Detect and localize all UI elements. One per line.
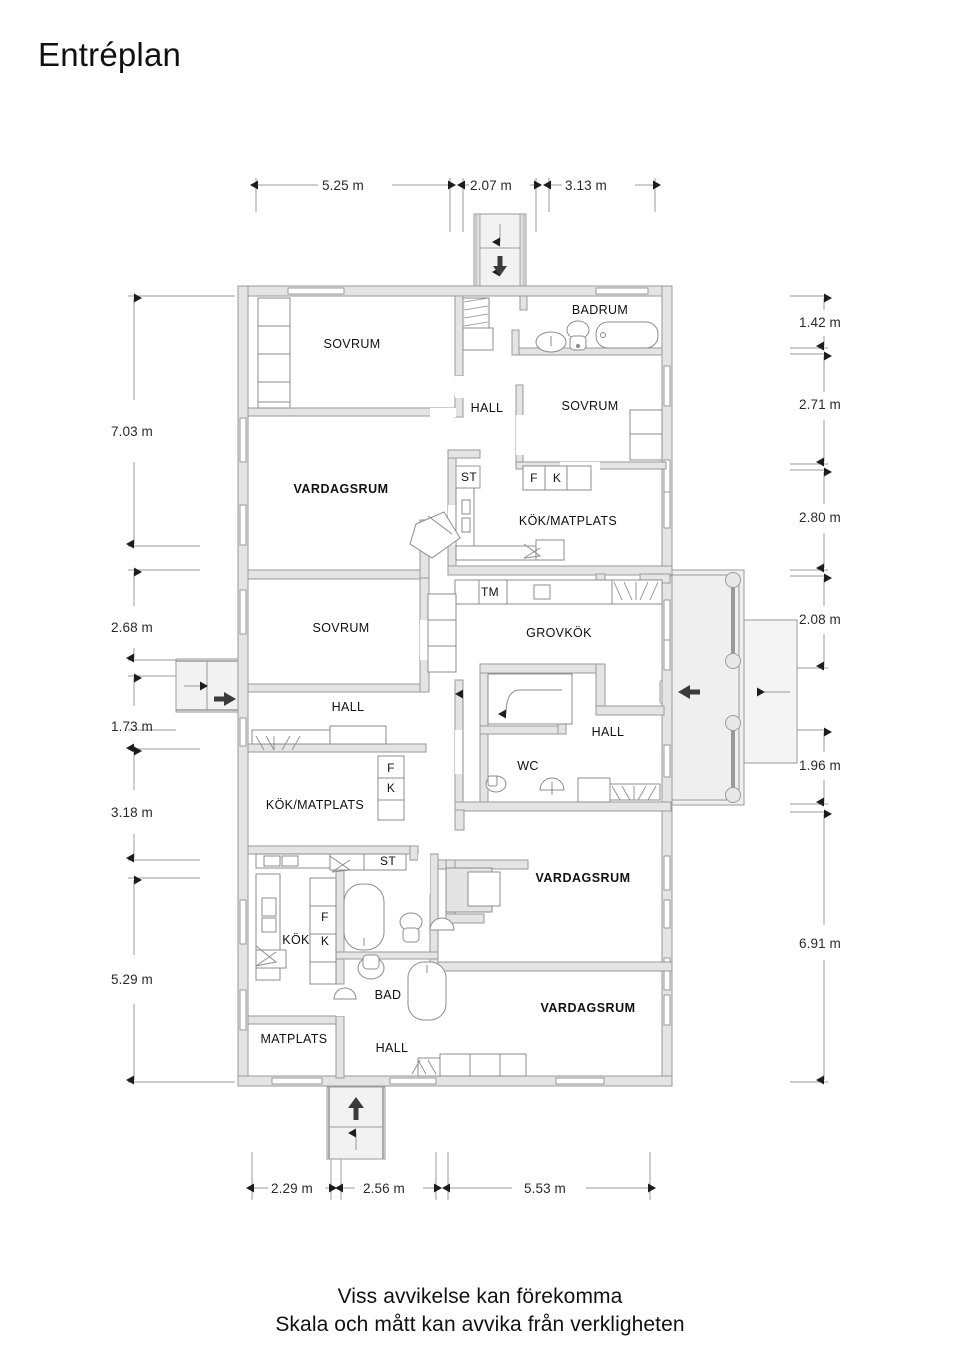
room-label-k-3: K [320,934,330,948]
dim-right-0: 1.42 m [799,315,841,330]
room-label-f-2: F [387,761,395,775]
room-label-k-1: K [552,471,562,485]
interior-walls [247,295,673,1079]
room-label-kok: KÖK [282,933,310,947]
windows [239,287,671,1085]
room-label-wc: WC [517,759,539,773]
page-title: Entréplan [38,36,182,73]
room-label-bad: BAD [374,988,402,1002]
dim-left-3: 3.18 m [111,805,153,820]
room-label-vardagsrum-3: VARDAGSRUM [540,1001,636,1015]
dim-top-0: 5.25 m [322,178,364,193]
room-label-vardagsrum-1: VARDAGSRUM [293,482,389,496]
room-label-k-2: K [386,781,396,795]
room-label-hall-2: HALL [331,700,365,714]
dim-bottom-2: 5.53 m [524,1181,566,1196]
room-label-st-1: ST [460,470,478,484]
dim-bottom-1: 2.56 m [363,1181,405,1196]
room-label-sovrum-3: SOVRUM [312,621,370,635]
dim-left-0: 7.03 m [111,424,153,439]
dimension-lines-left [126,293,235,1085]
dim-right-1: 2.71 m [799,397,841,412]
dim-right-5: 6.91 m [799,936,841,951]
fixtures [251,297,663,1077]
room-label-sovrum-2: SOVRUM [561,399,619,413]
room-label-tm: TM [480,585,500,599]
dim-left-1: 2.68 m [111,620,153,635]
dimension-lines-right [740,293,832,1085]
room-label-kok-matplats-2: KÖK/MATPLATS [265,798,365,812]
room-label-kok-matplats-1: KÖK/MATPLATS [518,514,618,528]
dim-right-2: 2.80 m [799,510,841,525]
dim-left-4: 5.29 m [111,972,153,987]
dim-top-1: 2.07 m [470,178,512,193]
room-label-vardagsrum-2: VARDAGSRUM [535,871,631,885]
dim-left-2: 1.73 m [111,719,153,734]
entrance-stair-top [473,213,527,287]
dim-right-3: 2.08 m [799,612,841,627]
dim-right-4: 1.96 m [799,758,841,773]
room-label-hall-3: HALL [591,725,625,739]
disclaimer-line-1: Viss avvikelse kan förekomma [337,1285,623,1308]
room-label-st-2: ST [379,854,397,868]
entrance-deck-right [659,569,798,806]
room-label-badrum: BADRUM [571,303,629,317]
entrance-stair-bottom [326,1086,386,1160]
room-label-hall-1: HALL [470,401,504,415]
dimension-lines-top [250,178,661,232]
room-label-grovkok: GROVKÖK [526,626,592,640]
dim-bottom-0: 2.29 m [271,1181,313,1196]
room-label-matplats: MATPLATS [260,1032,328,1046]
building-walls [237,285,673,1087]
disclaimer-line-2: Skala och mått kan avvika från verklighe… [275,1313,685,1336]
room-label-f-1: F [530,471,538,485]
room-label-hall-4: HALL [375,1041,409,1055]
room-label-sovrum-1: SOVRUM [323,337,381,351]
dim-top-2: 3.13 m [565,178,607,193]
entrance-stair-left [175,658,247,713]
room-label-f-3: F [321,910,329,924]
